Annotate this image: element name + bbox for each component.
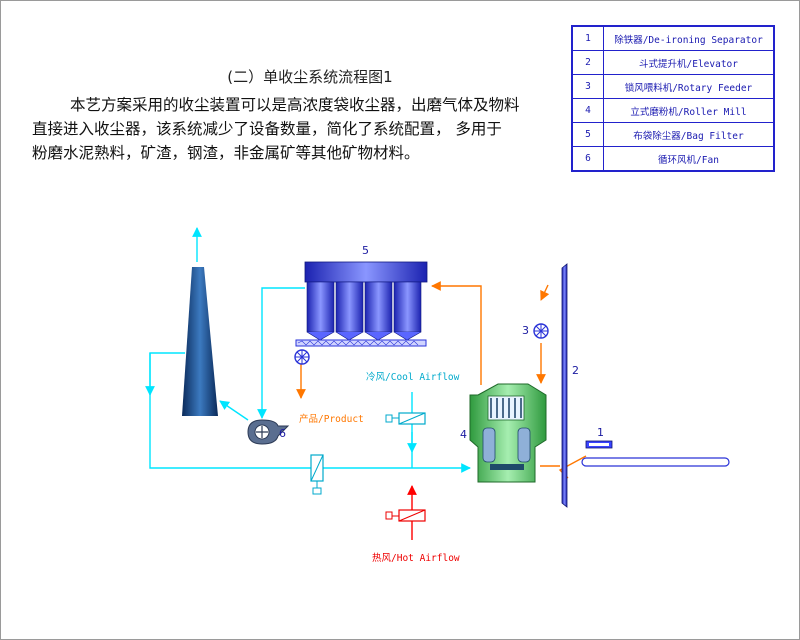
description-line-2: 直接进入收尘器，该系统减少了设备数量，简化了系统配置， 多用于 [32, 120, 502, 138]
legend-number: 5 [571, 122, 604, 147]
diagram-title: (二）单收尘系统流程图1 [227, 68, 393, 86]
legend-label: 斗式提升机/Elevator [603, 50, 775, 75]
legend-label: 立式磨粉机/Roller Mill [603, 98, 775, 123]
recirculation-damper [310, 454, 324, 495]
recirculation-line [149, 352, 471, 473]
product-label: 产品/Product [299, 413, 364, 425]
rotary-valve-icon [294, 349, 310, 365]
rotary-feeder-icon [533, 323, 549, 339]
description-line-3: 粉磨水泥熟料，矿渣，钢渣，非金属矿等其他矿物材料。 [32, 144, 420, 162]
gas-flow-lines [145, 227, 471, 473]
legend-number: 2 [571, 50, 604, 75]
chimney-stack [182, 267, 218, 416]
hot-air-damper [385, 509, 426, 522]
legend-label: 循环风机/Fan [603, 146, 775, 172]
cool-air-damper [385, 412, 426, 425]
feed-in-arrow [540, 284, 550, 301]
bucket-elevator [561, 263, 568, 508]
equipment-number-5: 5 [362, 244, 369, 257]
equipment-number-2: 2 [572, 364, 579, 377]
mill-to-filter-line [431, 281, 482, 385]
filter-to-fan-line [257, 287, 305, 419]
equipment-number-1: 1 [597, 426, 604, 439]
equipment-number-6: 6 [279, 427, 286, 440]
roller-mill [469, 383, 547, 483]
fan-to-stack-arrow [219, 400, 249, 421]
description-line-1: 本艺方案采用的收尘装置可以是高浓度袋收尘器，出磨气体及物料 [70, 96, 520, 114]
de-ironing-separator [581, 440, 730, 467]
circulation-fan-icon [247, 419, 290, 445]
bag-filter [295, 261, 428, 347]
description: 本艺方案采用的收尘装置可以是高浓度袋收尘器，出磨气体及物料 直接进入收尘器，该系… [32, 93, 552, 165]
legend-number: 6 [571, 146, 604, 172]
hot-airflow-label: 热风/Hot Airflow [372, 552, 460, 564]
equipment-number-3: 3 [522, 324, 529, 337]
cool-airflow-label: 冷风/Cool Airflow [366, 371, 460, 383]
equipment-number-4: 4 [460, 428, 467, 441]
legend-label: 布袋除尘器/Bag Filter [603, 122, 775, 147]
